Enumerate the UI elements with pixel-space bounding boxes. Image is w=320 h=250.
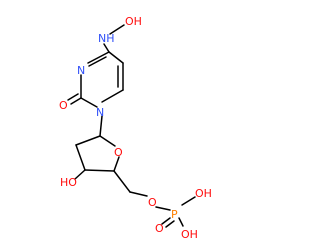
label-phosphate-oxo: O [155,222,164,235]
label-layer: OH NH N O N O HO O P OH O OH [59,15,212,241]
label-carbonyl-o: O [59,99,68,112]
bond-p-o-double-b [165,220,175,228]
bond-o-p [155,206,171,211]
bond-o-c1prime [99,135,116,147]
bond-layer [67,24,196,228]
bond-c4-n3-double [88,56,107,67]
bond-c4prime-c5prime [113,170,131,193]
bond-n1-c1prime [99,115,103,137]
label-ring-oxygen: O [114,146,123,159]
label-amine-nh: NH [98,32,115,45]
bond-c2-n1 [80,97,98,108]
label-phosphate-oh-upper: OH [195,187,212,200]
bond-c5prime-o [129,191,148,197]
label-phosphate-oh-lower: OH [181,228,198,241]
bond-c5-c4 [108,51,124,64]
bond-c1prime-c2prime [75,135,101,146]
bond-c2-o [70,97,82,105]
label-ester-oxygen: O [148,196,157,209]
bond-n1-c6 [101,89,124,103]
bond-c2-o-double [67,93,79,101]
bond-c3prime-c4prime [84,169,115,172]
molecule-structure: OH NH N O N O HO O P OH O OH [59,15,212,241]
bond-n-o-hydroxylamine [109,24,125,35]
bond-p-o-double-a [161,217,171,225]
label-phosphorus: P [171,208,178,221]
bond-c2prime-c3prime [75,144,86,171]
label-sugar-hydroxyl: HO [60,176,77,189]
bond-c4-nh [103,43,110,53]
label-ring-n1: N [96,106,104,119]
label-hydroxylamine-oh: OH [125,15,142,28]
bond-c4prime-o [113,156,120,172]
bond-c3prime-oh [74,169,86,180]
bond-p-oh-upper [181,196,196,206]
bond-p-oh-lower [178,217,184,227]
bond-c4-n3 [87,51,110,64]
label-ring-n3: N [77,64,85,77]
